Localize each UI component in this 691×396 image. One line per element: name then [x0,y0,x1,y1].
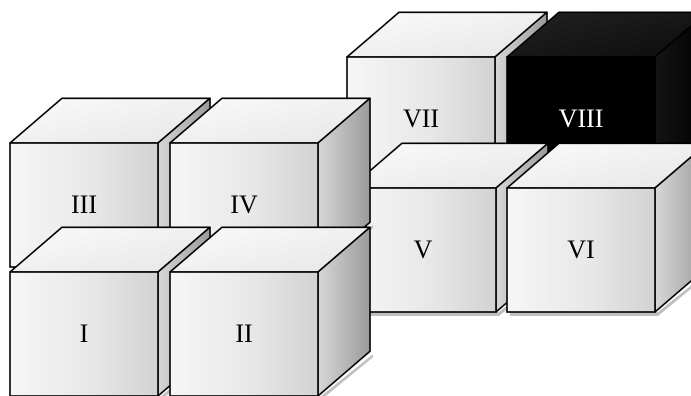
cube-label-v: V [414,235,433,264]
cube-vi: VI [506,142,691,316]
cube-label-ii: II [235,319,252,348]
cube-label-iii: III [71,190,97,219]
cube-front-face [506,187,656,313]
cube-front-face [169,271,319,396]
cube-label-vii: VII [403,104,439,133]
cube-label-iv: IV [230,190,258,219]
cube-label-i: I [80,319,89,348]
cube-front-face [9,271,159,396]
cube-ii: II [169,226,373,396]
cube-shadow [510,285,691,316]
cube-label-vi: VI [567,235,594,264]
cube-label-viii: VIII [559,104,604,133]
